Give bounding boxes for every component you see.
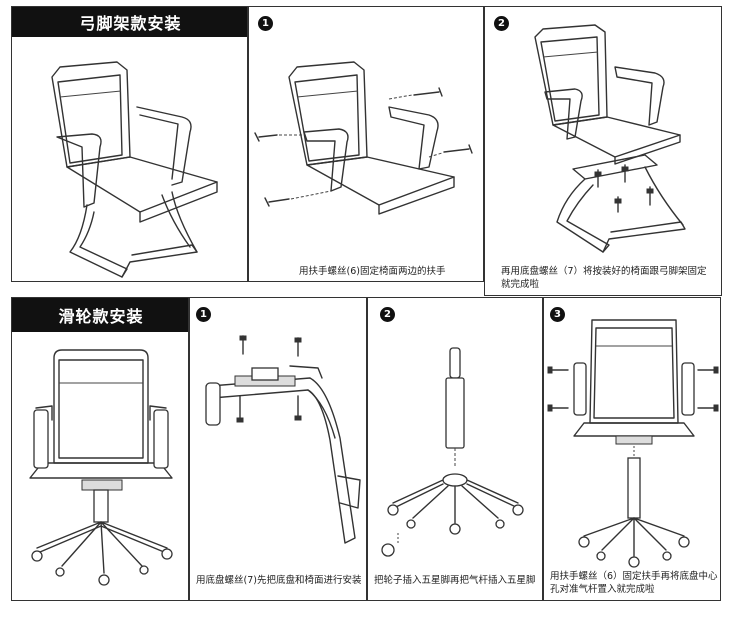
panel-bow-step-1: 1 用扶手螺丝(6)固定椅面两边的扶手 xyxy=(248,6,484,282)
panel-bow-overview: 弓脚架款安装 xyxy=(11,6,248,282)
step-caption: 用扶手螺丝（6）固定扶手再将底盘中心 孔对准气杆置入就完成啦 xyxy=(550,571,718,595)
panel-wheel-step-3: 3 用扶手螺丝（6）固定扶手再将底盘中心 孔对准气杆置入就完成啦 xyxy=(543,297,721,601)
step-caption: 把轮子插入五星脚再把气杆插入五星脚 xyxy=(374,575,536,586)
step-number-badge: 2 xyxy=(494,16,509,31)
panel-wheel-step-2: 2 把轮子插入五星脚再把气杆插入五星脚 xyxy=(367,297,543,601)
panel-bow-step-2: 2 再用底盘螺丝（7）将按装好的椅面跟弓脚架固定 就完成啦 xyxy=(484,6,722,296)
seat-plate-illustration xyxy=(205,335,361,544)
step-number-badge: 2 xyxy=(380,307,395,322)
step-caption: 再用底盘螺丝（7）将按装好的椅面跟弓脚架固定 就完成啦 xyxy=(501,266,707,290)
section-title-bow: 弓脚架款安装 xyxy=(12,7,247,37)
panel-wheel-step-1: 1 用底盘螺丝(7)先把底盘和椅面进行安装 xyxy=(189,297,367,601)
bow-chair-illustration xyxy=(51,61,218,278)
chair-base-screws-illustration xyxy=(534,24,686,253)
step-number-badge: 1 xyxy=(258,16,273,31)
swivel-assembly-illustration xyxy=(547,319,719,568)
step-caption: 用扶手螺丝(6)固定椅面两边的扶手 xyxy=(299,266,446,277)
step-caption: 用底盘螺丝(7)先把底盘和椅面进行安装 xyxy=(196,575,362,586)
swivel-chair-illustration xyxy=(29,349,173,586)
step-number-badge: 1 xyxy=(196,307,211,322)
panel-wheel-overview: 滑轮款安装 xyxy=(11,297,189,601)
step-number-badge: 3 xyxy=(550,307,565,322)
chair-arm-screws-illustration xyxy=(254,61,473,215)
section-title-wheel: 滑轮款安装 xyxy=(12,298,188,332)
star-base-gas-lift-illustration xyxy=(381,347,524,557)
